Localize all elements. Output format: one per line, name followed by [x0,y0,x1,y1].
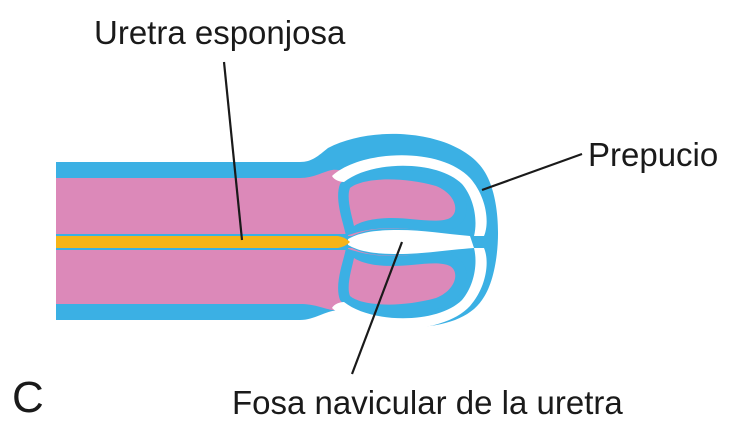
panel-letter: C [12,373,44,422]
spongy-urethra-label: Uretra esponjosa [94,14,346,51]
navicular-fossa-label: Fosa navicular de la uretra [232,384,623,421]
prepuce-label: Prepucio [588,136,718,173]
prepuce-leader [482,154,582,190]
spongy-urethra [56,236,350,248]
